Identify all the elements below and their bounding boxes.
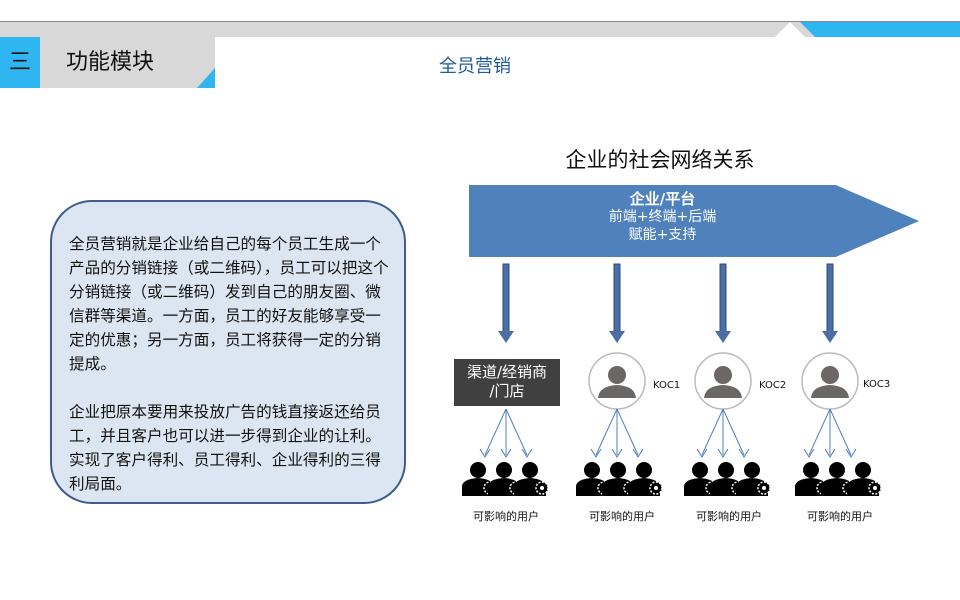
channel-line-1: 渠道/经销商 — [466, 363, 548, 381]
gear-icon — [762, 486, 766, 490]
person-icon — [811, 385, 849, 398]
influence-arrow — [701, 408, 724, 456]
section-title: 功能模块 — [40, 37, 215, 88]
platform-name: 企业/平台 — [629, 190, 696, 208]
top-bar — [0, 21, 960, 37]
influence-arrow — [808, 408, 831, 456]
influence-arrowhead-icon — [632, 448, 644, 458]
platform-line-3: 赋能+支持 — [628, 227, 697, 243]
down-arrow-shaft — [826, 263, 834, 333]
down-arrow-shaft — [502, 263, 510, 333]
koc-label: KOC3 — [863, 379, 891, 390]
platform-text: 企业/平台 前端+终端+后端 赋能+支持 — [560, 190, 765, 244]
koc-label: KOC1 — [653, 380, 681, 391]
influence-arrowhead-icon — [803, 448, 815, 458]
users-label: 可影响的用户 — [807, 510, 873, 523]
users-group-icon — [584, 462, 600, 478]
influence-arrowhead-icon — [521, 448, 533, 458]
channel-box: 渠道/经销商 /门店 — [454, 359, 560, 406]
users-label: 可影响的用户 — [473, 510, 539, 523]
person-icon — [704, 385, 742, 398]
influence-arrow — [505, 408, 528, 456]
users-label: 可影响的用户 — [589, 510, 655, 523]
users-group-icon — [636, 462, 652, 478]
description-paragraph-2: 企业把原本要用来投放广告的钱直接返还给员工，并且客户也可以进一步得到企业的让利。… — [69, 403, 381, 493]
influence-arrowhead-icon — [611, 448, 623, 458]
person-icon — [821, 366, 839, 384]
influence-arrowhead-icon — [479, 448, 491, 458]
channel-line-2: /门店 — [489, 382, 525, 400]
platform-line-2: 前端+终端+后端 — [608, 209, 717, 225]
down-arrow-head-icon — [498, 331, 514, 343]
influence-arrow — [595, 408, 618, 456]
users-group-icon — [522, 462, 538, 478]
users-group-icon — [744, 462, 760, 478]
down-arrow-head-icon — [715, 331, 731, 343]
down-arrow-shaft — [719, 263, 727, 333]
influence-arrow — [829, 408, 852, 456]
influence-arrow — [722, 408, 745, 456]
diagram-title: 企业的社会网络关系 — [565, 148, 755, 172]
influence-arrowhead-icon — [590, 448, 602, 458]
section-number: 三 — [0, 37, 40, 88]
page-subtitle: 全员营销 — [439, 56, 511, 77]
person-icon — [598, 385, 636, 398]
users-group-icon — [803, 462, 819, 478]
influence-arrowhead-icon — [824, 448, 836, 458]
influence-arrowhead-icon — [845, 448, 857, 458]
platform-arrow-banner — [469, 185, 919, 257]
down-arrow-shaft — [613, 263, 621, 333]
influence-arrowhead-icon — [738, 448, 750, 458]
down-arrow-head-icon — [609, 331, 625, 343]
gear-icon — [873, 486, 877, 490]
influence-arrowhead-icon — [696, 448, 708, 458]
users-label: 可影响的用户 — [696, 510, 762, 523]
users-group-icon — [829, 462, 845, 478]
influence-arrow — [484, 408, 507, 456]
users-group-icon — [470, 462, 486, 478]
gear-icon — [654, 486, 658, 490]
down-arrow-head-icon — [822, 331, 838, 343]
users-group-icon — [610, 462, 626, 478]
influence-arrow — [616, 408, 639, 456]
users-group-icon — [496, 462, 512, 478]
users-group-icon — [855, 462, 871, 478]
influence-arrowhead-icon — [717, 448, 729, 458]
person-icon — [714, 366, 732, 384]
gear-icon — [540, 486, 544, 490]
koc-label: KOC2 — [759, 380, 787, 391]
description-paragraph-1: 全员营销就是企业给自己的每个员工生成一个产品的分销链接（或二维码），员工可以把这… — [69, 235, 389, 373]
top-bar-accent — [800, 22, 960, 37]
influence-arrowhead-icon — [500, 448, 512, 458]
description-box: 全员营销就是企业给自己的每个员工生成一个产品的分销链接（或二维码），员工可以把这… — [50, 200, 406, 504]
users-group-icon — [718, 462, 734, 478]
users-group-icon — [692, 462, 708, 478]
person-icon — [608, 366, 626, 384]
